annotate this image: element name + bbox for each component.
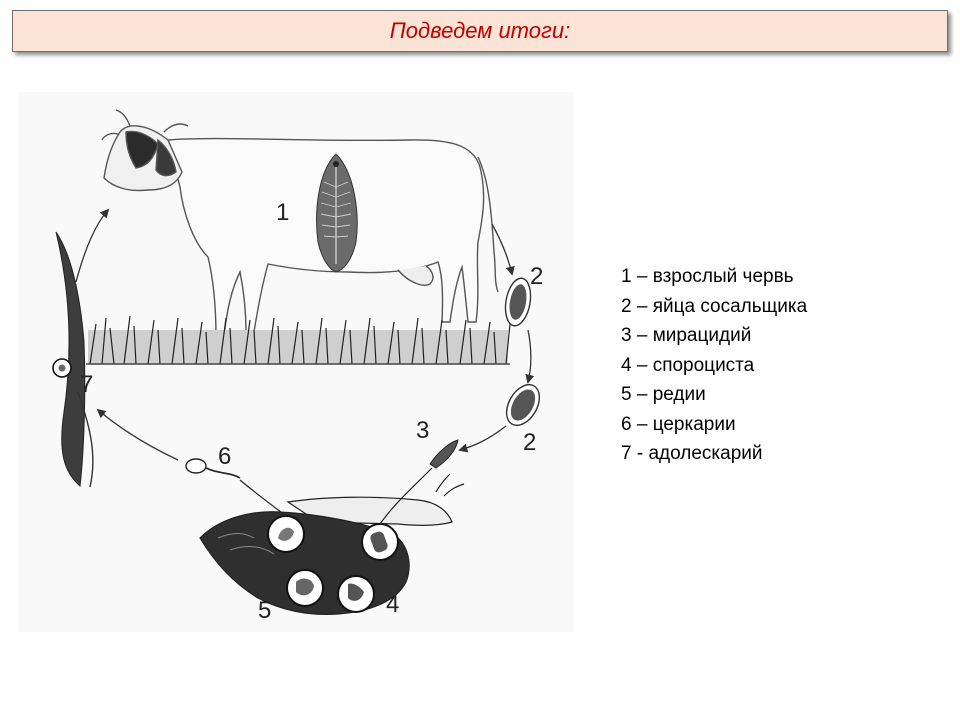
fasciola-life-cycle-diagram: 1 2 2 3 4 5 6 7 (18, 92, 574, 632)
label-stage-2-lower: 2 (523, 429, 536, 456)
plant-blade (55, 231, 94, 488)
stage-legend: 1 – взрослый червь 2 – яйца сосальщика 3… (621, 262, 807, 469)
inset-sporocyst (337, 575, 375, 613)
legend-item: 7 - адолескарий (621, 443, 763, 464)
label-stage-3: 3 (416, 417, 429, 444)
page-title: Подведем итоги: (389, 18, 571, 43)
legend-item: 1 – взрослый червь (621, 266, 794, 287)
cycle-arrows (75, 208, 535, 461)
arrow-egg-to-egg (525, 329, 535, 384)
title-bar: Подведем итоги: (12, 10, 948, 52)
label-stage-2-upper: 2 (530, 263, 543, 290)
legend-item: 3 – мирацидий (621, 325, 752, 346)
miracidium (429, 439, 459, 469)
adolescaria-cyst (52, 358, 72, 378)
fluke-egg-lower (505, 384, 541, 426)
arrow-cercaria-to-plant (96, 408, 179, 461)
legend-item: 6 – церкарии (621, 413, 736, 435)
cercaria (185, 458, 241, 479)
label-stage-5: 5 (258, 597, 271, 624)
fluke-egg-upper (504, 277, 532, 327)
connector-cercaria (239, 479, 287, 517)
arrow-cow-to-egg (491, 223, 515, 276)
grass (86, 315, 511, 365)
label-stage-7: 7 (80, 371, 93, 398)
legend-item: 4 – спороциста (621, 354, 755, 376)
label-stage-6: 6 (218, 443, 231, 470)
label-stage-4: 4 (386, 591, 399, 618)
inset-rediae (286, 569, 324, 607)
inset-cercariae (267, 515, 305, 553)
label-stage-1: 1 (276, 199, 289, 226)
arrow-plant-to-cow (75, 208, 110, 283)
legend-item: 2 – яйца сосальщика (621, 295, 808, 317)
legend-item: 5 – редии (621, 384, 706, 405)
connector-miracidium (379, 467, 433, 525)
inset-miracidium-entry (361, 523, 399, 561)
adult-fluke (316, 153, 358, 273)
arrow-egg-to-miracidium (458, 425, 507, 453)
